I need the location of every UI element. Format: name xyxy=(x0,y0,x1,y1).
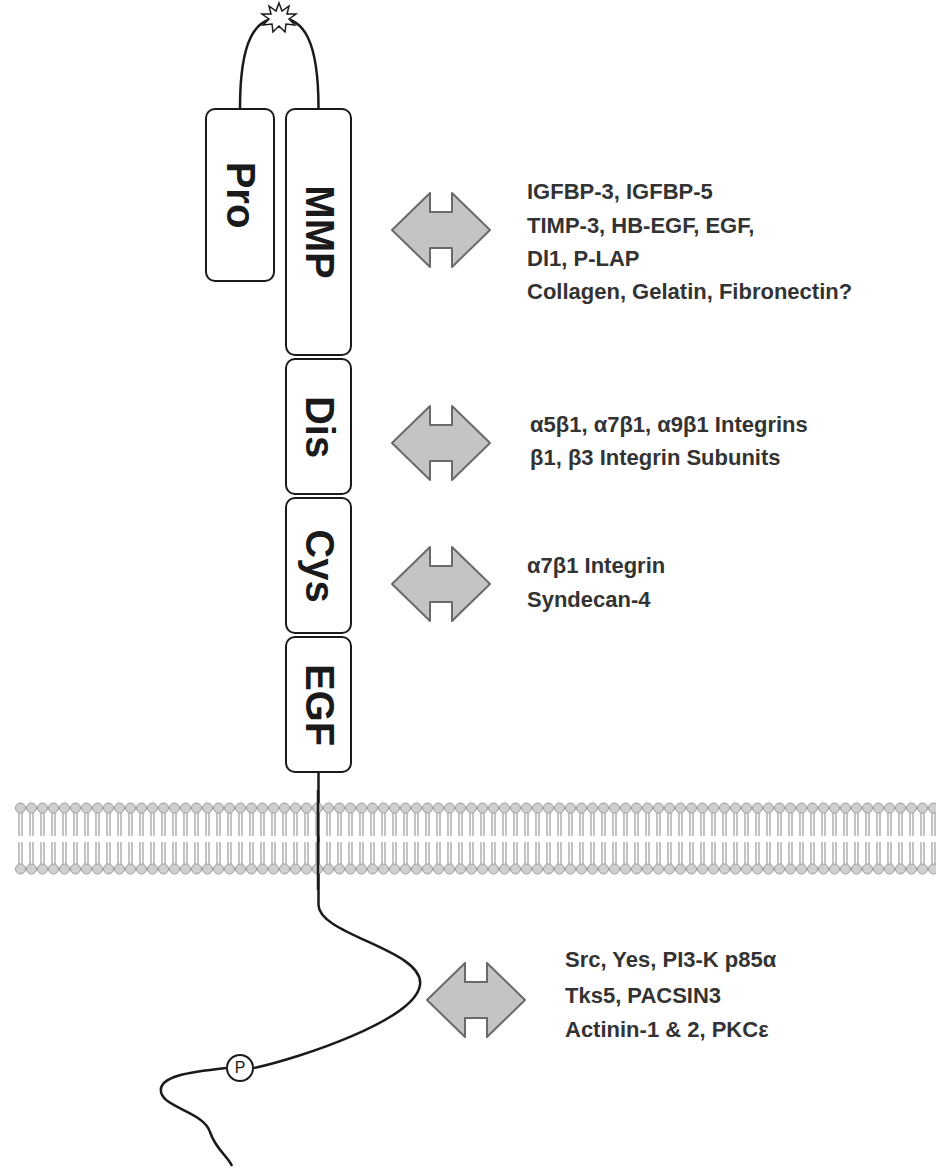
starburst xyxy=(262,3,296,32)
binding-partner: Tks5, PACSIN3 xyxy=(565,983,721,1009)
binding-partner: IGFBP-3, IGFBP-5 xyxy=(527,179,713,205)
cytoplasmic-tail xyxy=(161,1068,232,1166)
double-arrow xyxy=(392,193,490,267)
membrane xyxy=(15,800,936,876)
domain-box: Pro xyxy=(205,108,275,282)
domain-box: Dis xyxy=(285,358,352,495)
domain-box: MMP xyxy=(285,108,352,356)
double-arrow xyxy=(392,406,490,480)
domain-name: EGF xyxy=(296,663,341,745)
double-arrow xyxy=(392,547,490,621)
domain-box: Cys xyxy=(285,497,352,634)
phospho-circle: P xyxy=(226,1054,254,1082)
binding-partner: Syndecan-4 xyxy=(527,587,651,613)
binding-partner: Src, Yes, PI3-K p85α xyxy=(565,947,776,973)
binding-partner: Collagen, Gelatin, Fibronectin? xyxy=(527,279,852,305)
binding-partner: Dl1, P-LAP xyxy=(527,246,639,272)
binding-partner: Actinin-1 & 2, PKCε xyxy=(565,1017,769,1043)
binding-partner: TIMP-3, HB-EGF, EGF, xyxy=(527,213,754,239)
domain-box: EGF xyxy=(285,636,352,773)
binding-partner: α5β1, α7β1, α9β1 Integrins xyxy=(530,412,808,438)
domain-name: Dis xyxy=(296,395,341,457)
transmembrane-line xyxy=(317,790,320,890)
binding-partner: α7β1 Integrin xyxy=(527,553,665,579)
domain-name: Pro xyxy=(218,162,263,229)
domain-name: MMP xyxy=(296,185,341,278)
double-arrow xyxy=(427,963,525,1037)
phospho-mark: P xyxy=(235,1059,246,1077)
binding-partner: β1, β3 Integrin Subunits xyxy=(530,445,781,471)
domain-name: Cys xyxy=(296,529,341,602)
backbone-line xyxy=(240,18,319,108)
